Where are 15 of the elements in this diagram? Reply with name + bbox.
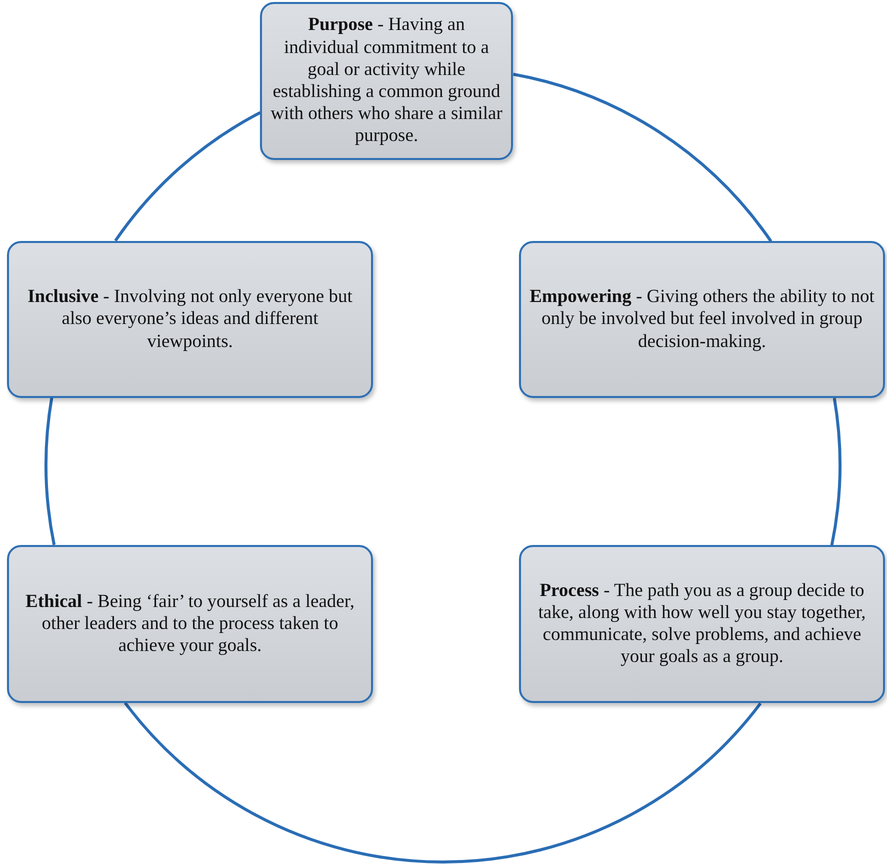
connector-arc [124, 702, 762, 863]
connector-arc [830, 398, 842, 546]
description-text: Purpose - Having an individual commitment to a goal or activity while establishing a common ground with others who share a similar purpose. [270, 14, 503, 148]
text-box [7, 545, 373, 703]
text-box [260, 2, 513, 160]
connector-arc [114, 111, 262, 242]
description-text: Inclusive - Involving not only everyone but also everyone’s ideas and different viewpoints. [26, 286, 354, 353]
text-box [519, 545, 885, 703]
description-text: Ethical - Being ‘fair’ to yourself as a leader, other leaders and to the process taken to achieve your goals. [24, 590, 356, 658]
connector-arc [512, 72, 772, 242]
connector-arc [44, 397, 56, 546]
text-box [7, 241, 373, 398]
description-text: Empowering - Giving others the ability to not only be involved but feel involved in group decision-making. [529, 286, 875, 353]
text-box [519, 241, 885, 398]
description-text: Process - The path you as a group decide to take, along with how well you stay together, communicate, solve problems, and achieve your goals as a group. [537, 580, 867, 668]
